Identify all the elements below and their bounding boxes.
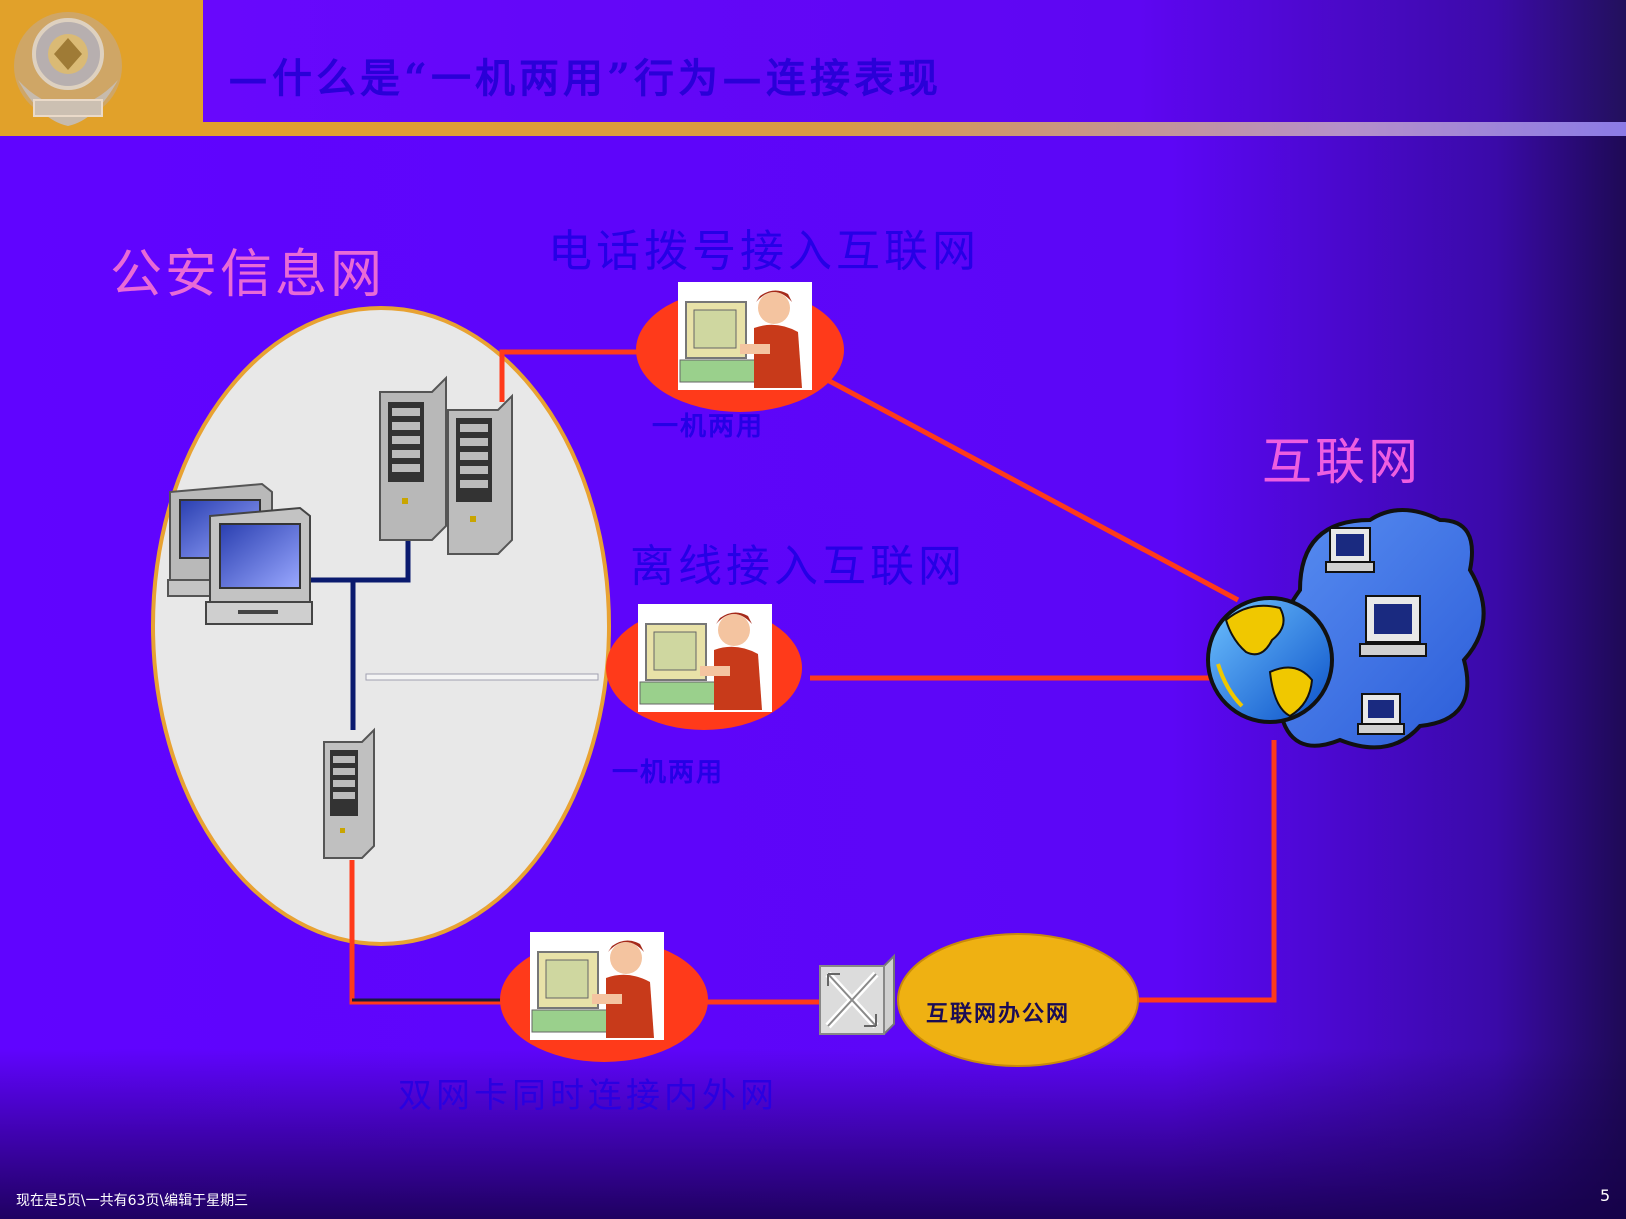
police-badge-icon bbox=[14, 12, 122, 126]
server-tower-icon bbox=[447, 393, 513, 555]
offline-label: 离线接入互联网 bbox=[630, 541, 966, 592]
link-intranet-to-dualnic bbox=[349, 860, 540, 1005]
footer-text: 现在是5页\一共有63页\编辑于星期三 bbox=[16, 1193, 249, 1209]
office-network-ellipse bbox=[897, 933, 1139, 1067]
link-dialup-to-internet bbox=[818, 373, 1240, 603]
header-bar bbox=[0, 0, 1626, 136]
dual-use-label-offline: 一机两用 bbox=[612, 758, 725, 788]
title-underline bbox=[203, 122, 1626, 136]
dual-use-label-dialup: 一机两用 bbox=[652, 412, 765, 442]
office-network-label: 互联网办公网 bbox=[926, 1001, 1071, 1027]
intranet-label: 公安信息网 bbox=[110, 245, 386, 305]
desktop-computer-icon bbox=[205, 506, 313, 625]
user-at-computer-icon bbox=[500, 932, 708, 1062]
page-number: 5 bbox=[1600, 1186, 1611, 1205]
lan-links bbox=[300, 530, 411, 730]
internet-label: 互联网 bbox=[1262, 433, 1421, 491]
intranet-divider bbox=[365, 673, 599, 681]
slide-title: —什么是“一机两用”行为—连接表现 bbox=[228, 55, 943, 102]
user-at-computer-icon bbox=[636, 282, 844, 412]
globe-network-icon bbox=[1206, 508, 1486, 750]
dual-nic-label: 双网卡同时连接内外网 bbox=[398, 1076, 778, 1116]
network-switch-icon bbox=[819, 953, 895, 1035]
server-tower-icon bbox=[379, 375, 447, 541]
server-tower-icon bbox=[323, 727, 375, 859]
link-server-to-dialup bbox=[499, 349, 650, 402]
logo-area bbox=[0, 0, 203, 136]
dialup-label: 电话拨号接入互联网 bbox=[548, 226, 980, 277]
red-links bbox=[349, 349, 1277, 1005]
user-at-computer-icon bbox=[606, 604, 802, 730]
link-office-to-internet bbox=[1138, 740, 1277, 1003]
